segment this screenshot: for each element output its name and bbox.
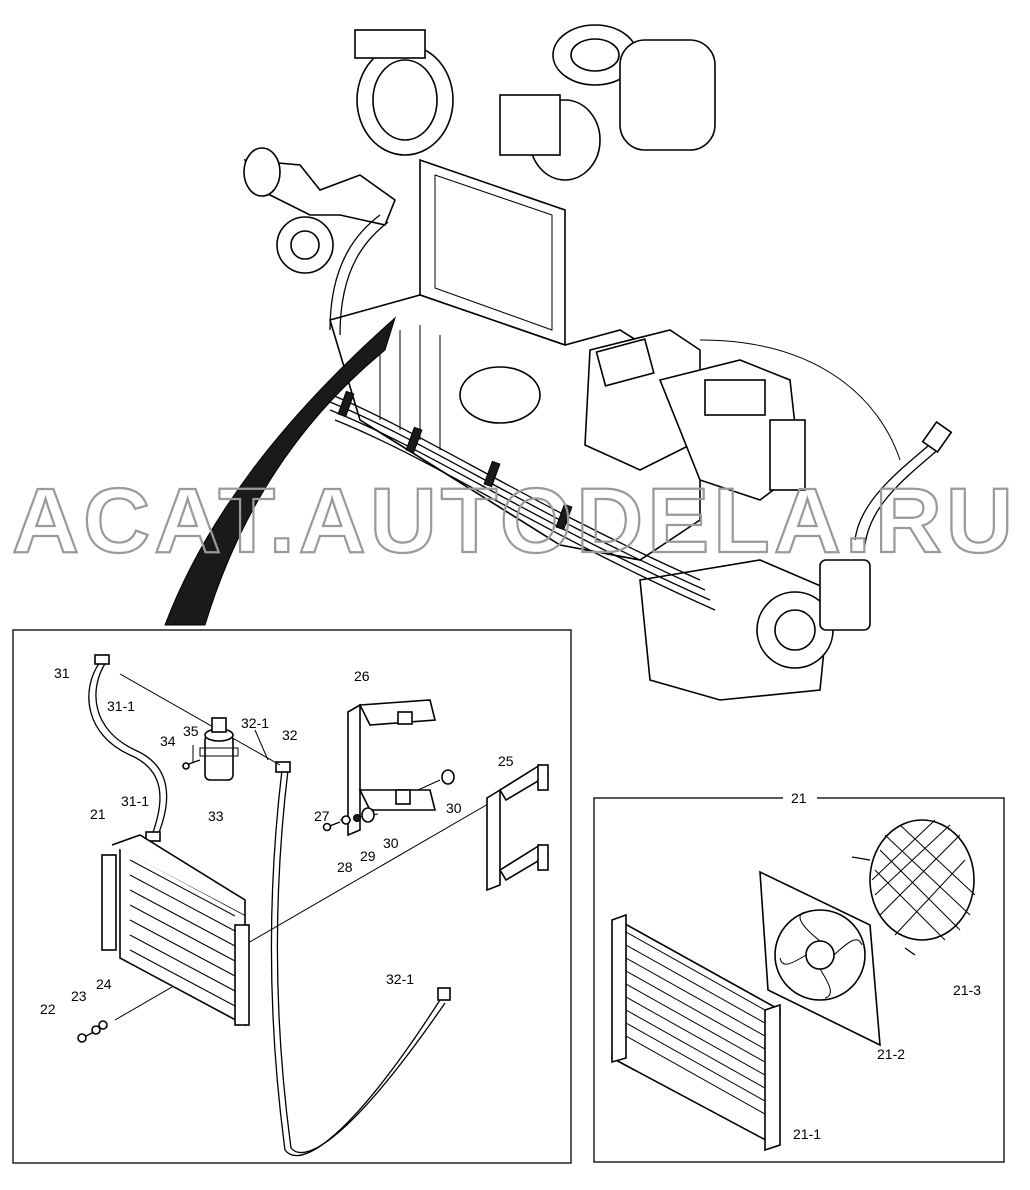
condenser-21 <box>101 834 250 1027</box>
hose-32 <box>270 761 451 1157</box>
label-part-28: 28 <box>337 859 353 875</box>
label-part-33: 33 <box>208 808 224 824</box>
panel-border <box>12 629 572 1164</box>
label-part-21-3: 21-3 <box>953 982 981 998</box>
bracket-26 <box>347 699 437 837</box>
label-part-31-1-mid: 31-1 <box>121 793 149 809</box>
detail-panel-left: 31 31-1 35 34 32-1 32 33 31-1 21 26 25 3… <box>12 629 572 1164</box>
label-part-30-right: 30 <box>446 800 462 816</box>
radiator-21-1 <box>611 913 781 1152</box>
detail-panel-right: 21 21-1 21-2 21-3 <box>593 788 1005 1163</box>
label-part-24: 24 <box>96 976 112 992</box>
watermark-text: ACAT.AUTODELA.RU <box>12 470 1017 572</box>
label-part-27: 27 <box>314 808 330 824</box>
panel-title-21: 21 <box>791 790 807 806</box>
label-part-31: 31 <box>54 665 70 681</box>
grille-21-3 <box>851 819 976 956</box>
label-part-21: 21 <box>90 806 106 822</box>
label-part-32-1-top: 32-1 <box>241 715 269 731</box>
label-part-29: 29 <box>360 848 376 864</box>
label-part-35: 35 <box>183 723 199 739</box>
label-part-26: 26 <box>354 668 370 684</box>
receiver-drier-33 <box>199 717 239 781</box>
label-part-23: 23 <box>71 988 87 1004</box>
label-part-31-1-top: 31-1 <box>107 698 135 714</box>
label-part-30-left: 30 <box>383 835 399 851</box>
hose-31 <box>88 654 168 842</box>
bracket-25 <box>486 763 550 892</box>
label-part-32: 32 <box>282 727 298 743</box>
engine-assembly-drawing <box>164 24 953 701</box>
label-part-34: 34 <box>160 733 176 749</box>
label-part-21-1: 21-1 <box>793 1126 821 1142</box>
fan-shroud-21-2 <box>759 870 881 1047</box>
label-part-25: 25 <box>498 753 514 769</box>
label-part-21-2: 21-2 <box>877 1046 905 1062</box>
label-part-22: 22 <box>40 1001 56 1017</box>
label-part-32-1-bottom: 32-1 <box>386 971 414 987</box>
